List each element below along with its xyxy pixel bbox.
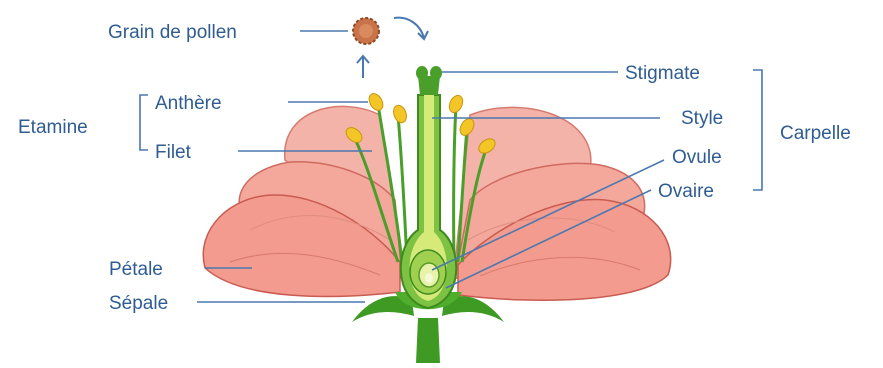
carpelle-bracket <box>753 70 762 190</box>
filament <box>454 106 456 262</box>
carpel <box>401 66 456 308</box>
ovule-core <box>425 273 433 283</box>
stigma-neck <box>418 76 440 95</box>
label-carpelle: Carpelle <box>780 123 851 144</box>
pollen-grain <box>353 18 379 44</box>
etamine-bracket <box>140 95 148 150</box>
anther <box>391 103 408 124</box>
stem <box>416 318 440 363</box>
label-etamine: Etamine <box>18 117 88 138</box>
label-anthere: Anthère <box>155 93 222 114</box>
label-ovaire: Ovaire <box>658 181 714 202</box>
curved-arrow-icon <box>394 18 428 39</box>
label-stigmate: Stigmate <box>625 63 700 84</box>
anther <box>447 93 465 114</box>
anther <box>366 91 385 113</box>
label-sepale: Sépale <box>109 293 168 314</box>
label-petale: Pétale <box>109 259 163 280</box>
label-filet: Filet <box>155 142 192 163</box>
label-style: Style <box>681 108 723 129</box>
label-pollen: Grain de pollen <box>108 22 237 43</box>
pollen-core <box>359 24 373 38</box>
label-ovule: Ovule <box>672 147 722 168</box>
arrow-up-icon <box>357 56 369 78</box>
